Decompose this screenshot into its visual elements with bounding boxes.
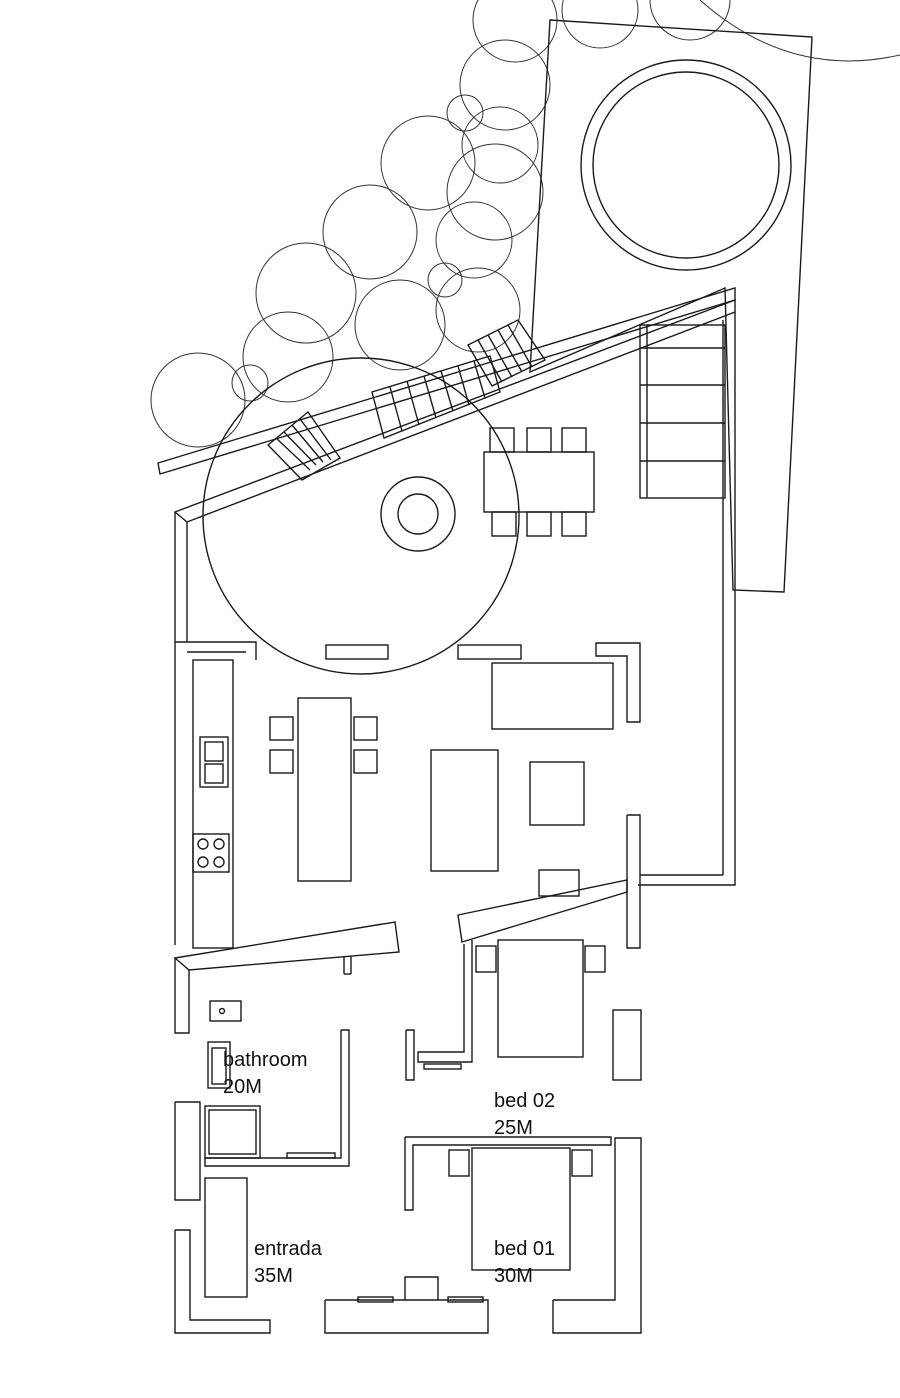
fire-pit <box>380 476 456 552</box>
room-name: bed 01 <box>494 1238 555 1260</box>
washbasin <box>209 1000 242 1022</box>
south-walls <box>174 1137 642 1334</box>
lounge-circle <box>202 357 520 675</box>
room-label-bathroom: bathroom 20M <box>223 1049 308 1098</box>
pool <box>580 59 792 271</box>
house-walls <box>174 312 736 945</box>
kitchen-sink <box>199 736 229 788</box>
bed-01 <box>448 1147 593 1271</box>
toilet <box>207 1041 231 1089</box>
room-area: 25M <box>494 1117 533 1139</box>
cooktop <box>192 833 230 873</box>
room-area: 30M <box>494 1265 533 1287</box>
room-label-entrada: entrada 35M <box>254 1238 323 1287</box>
entry-cabinet <box>204 1177 248 1298</box>
shower-tray <box>204 1105 261 1159</box>
room-name: bathroom <box>223 1049 308 1071</box>
room-name: entrada <box>254 1238 323 1260</box>
dining-table <box>483 451 595 513</box>
side-unit <box>538 869 580 897</box>
stairs-center <box>371 355 501 439</box>
room-area: 35M <box>254 1265 293 1287</box>
interior-walls <box>173 879 642 1211</box>
bar-stools <box>269 716 378 774</box>
stairs-west <box>266 410 342 481</box>
room-label-bed-02: bed 02 25M <box>494 1090 555 1139</box>
l-wall-living <box>595 642 641 723</box>
dining-chairs <box>489 427 587 537</box>
coffee-table <box>430 749 499 872</box>
room-area: 20M <box>223 1076 262 1098</box>
armchair <box>529 761 585 826</box>
living-pier <box>626 814 641 949</box>
kitchen-counter <box>192 659 234 949</box>
bed-02 <box>475 939 606 1058</box>
room-name: bed 02 <box>494 1090 555 1112</box>
garden-trees <box>150 0 900 448</box>
sofa <box>491 662 614 730</box>
deck-steps <box>639 324 726 499</box>
window-openings <box>325 644 522 660</box>
kitchen-island <box>297 697 352 882</box>
stairs-east <box>467 319 547 387</box>
room-label-bed-01: bed 01 30M <box>494 1238 555 1287</box>
pool-deck <box>529 19 813 593</box>
